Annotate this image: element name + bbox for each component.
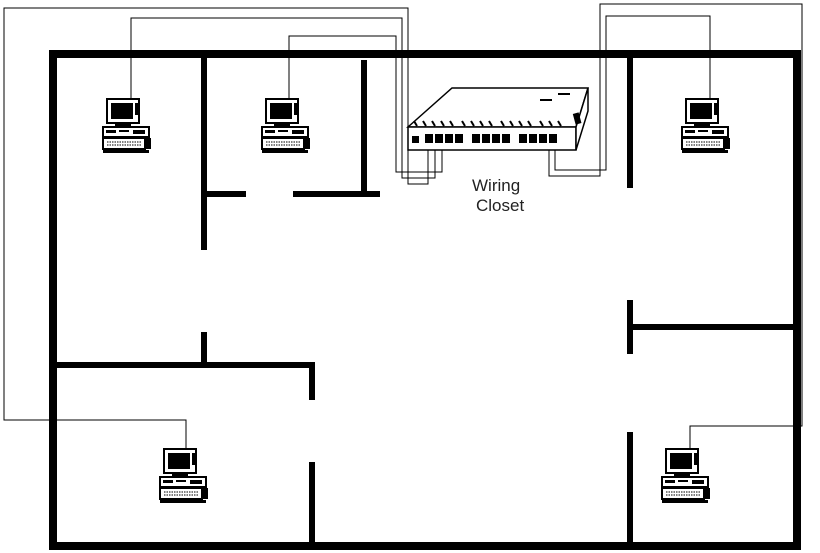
computer-icon — [159, 448, 209, 504]
computer-icon — [661, 448, 711, 504]
outer-wall-top — [49, 50, 801, 58]
walls — [49, 50, 801, 550]
wall-divider-2 — [361, 60, 367, 196]
wall-right-mid-horizontal — [627, 324, 797, 330]
network-cables — [3, 3, 803, 452]
wiring-closet-label: Wiring Closet — [472, 176, 524, 216]
wall-lower-left-door-lower — [309, 462, 315, 544]
wall-right-lower — [627, 432, 633, 544]
wall-stub-c — [201, 332, 207, 364]
outer-wall-bottom — [49, 542, 801, 550]
outer-wall-right — [793, 50, 801, 550]
cable-office-bottom-left — [3, 7, 429, 452]
network-hub-icon — [406, 87, 590, 151]
outer-wall-left — [49, 50, 57, 550]
cable-office-top-left — [130, 17, 436, 179]
wall-lower-left-top — [55, 362, 315, 368]
cable-office-top-second — [288, 35, 443, 173]
wall-stub-b — [293, 191, 380, 197]
wall-lower-left-door-upper — [309, 366, 315, 400]
wall-stub-a — [205, 191, 246, 197]
computer-icon — [261, 98, 311, 154]
cable-office-top-right — [554, 15, 711, 171]
cable-office-bottom-right — [548, 3, 803, 452]
computer-icon — [102, 98, 152, 154]
label-line-1: Wiring — [472, 176, 521, 195]
wall-right-upper — [627, 56, 633, 188]
computer-icon — [681, 98, 731, 154]
wall-divider-1 — [201, 56, 207, 250]
label-line-2: Closet — [476, 196, 525, 215]
